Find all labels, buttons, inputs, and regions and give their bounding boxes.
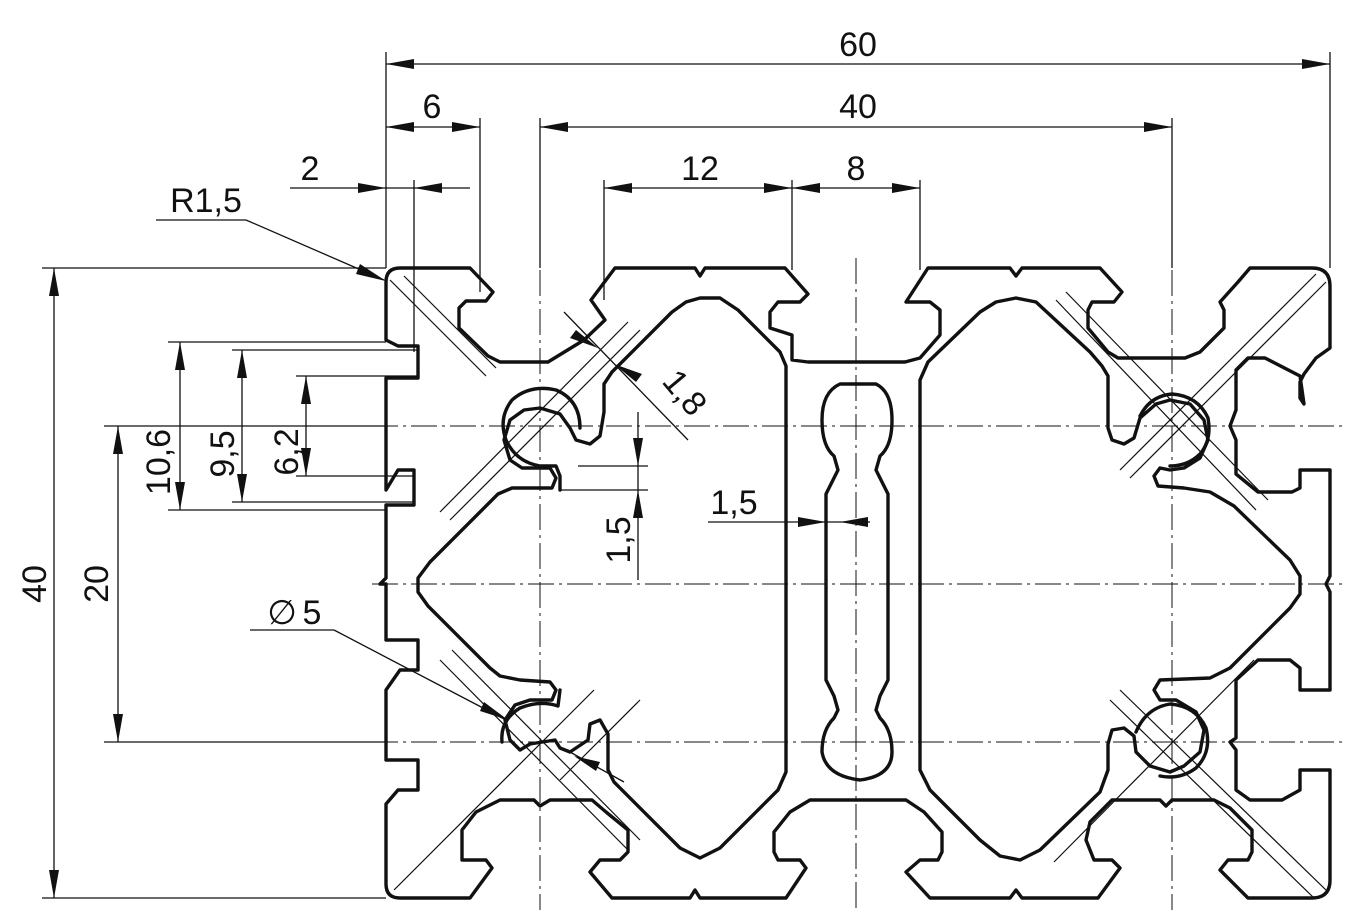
label-inner-width: 40 [839,88,877,126]
label-lip-width: 2 [301,150,320,188]
label-overall-height: 40 [16,565,54,603]
label-slot-depth-outer: 10,6 [140,429,178,495]
label-slot-opening: 6,2 [268,428,306,475]
label-hole-diameter: 5 [303,594,322,632]
diameter-symbol-icon: ∅ [267,594,297,632]
label-hole-pitch: 20 [78,565,116,603]
diagonal-reference-lines [389,273,1327,899]
label-slot-land: 6 [423,88,442,126]
label-slot-depth-mid: 9,5 [204,430,242,477]
dimension-lines [42,52,1331,899]
profile-outline [378,266,1332,900]
label-corner-radius: R1,5 [170,182,242,220]
label-web-gap: 8 [847,150,866,188]
center-lines [372,258,1344,910]
label-slot-offset: 1,5 [600,516,638,563]
label-slot-inner: 12 [681,150,719,188]
label-core-wall: 1,5 [710,484,757,522]
dimension-labels: 60 40 6 2 R1,5 12 8 1,5 1,8 40 20 10,6 9… [16,26,877,632]
label-overall-width: 60 [839,26,877,64]
